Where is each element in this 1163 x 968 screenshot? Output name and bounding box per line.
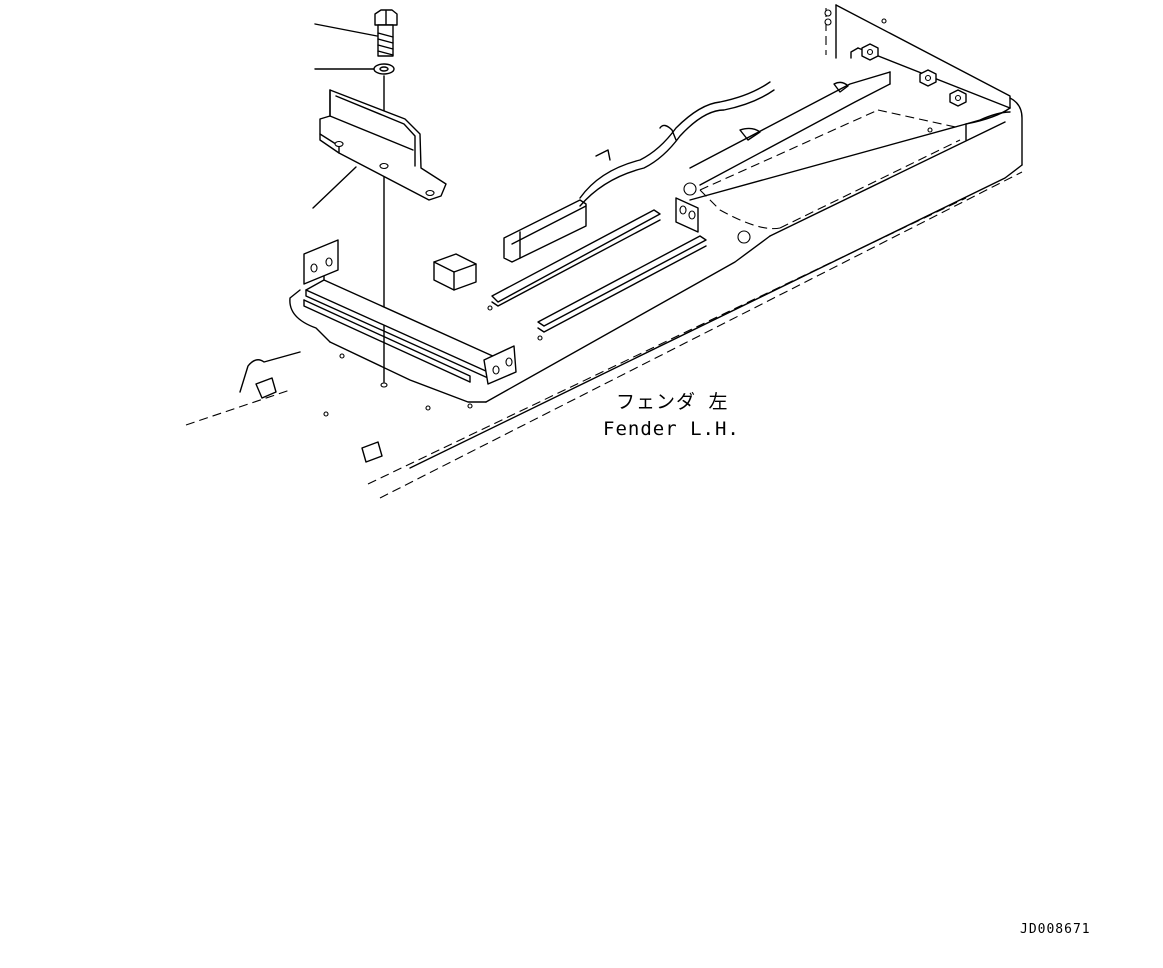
fender-label-japanese: フェンダ 左 [616,391,729,413]
fender-frame [185,4,1023,499]
fender-label-english: Fender L.H. [603,418,740,440]
fender-bracket [319,89,447,201]
nut-group [861,43,967,107]
leader-lines [312,23,378,209]
drawing-id: JD008671 [1020,922,1091,937]
leader-line-bracket [312,166,357,209]
washer [373,63,395,75]
bolt [374,9,398,57]
target-hole [380,382,388,388]
leader-line-bolt [314,23,378,37]
